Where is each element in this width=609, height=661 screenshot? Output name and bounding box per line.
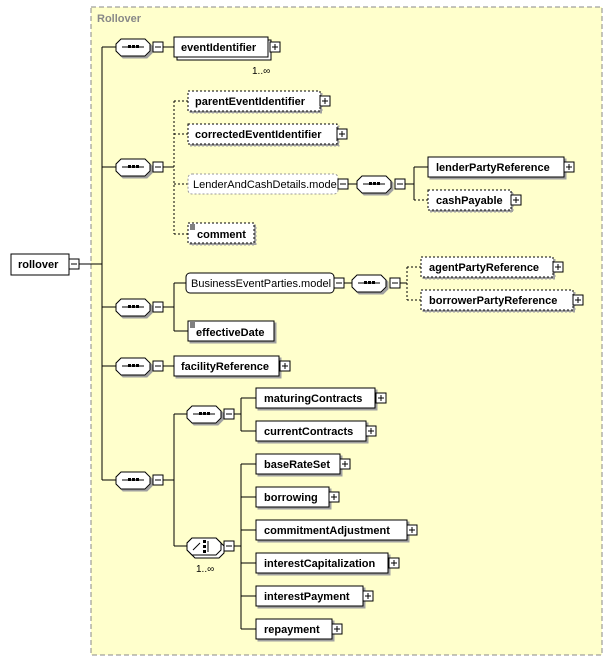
expand-icon[interactable] — [552, 261, 564, 273]
sequence-compositor-lender[interactable] — [356, 175, 406, 194]
simple-type-icon — [190, 224, 195, 230]
root-element-rollover[interactable]: rollover — [10, 253, 80, 276]
collapse-icon[interactable] — [152, 41, 164, 53]
svg-text:parentEventIdentifier: parentEventIdentifier — [195, 96, 306, 108]
element-eventIdentifier[interactable]: eventIdentifier 1..∞ — [173, 36, 281, 77]
svg-text:cashPayable: cashPayable — [436, 195, 503, 207]
group-LenderAndCashDetails[interactable]: LenderAndCashDetails.model — [187, 173, 349, 195]
svg-text:LenderAndCashDetails.model: LenderAndCashDetails.model — [193, 179, 339, 191]
choice-compositor[interactable]: 1..∞ — [186, 537, 235, 575]
expand-icon[interactable] — [510, 194, 522, 206]
expand-icon[interactable] — [336, 128, 348, 140]
element-effectiveDate[interactable]: effectiveDate — [187, 320, 275, 342]
expand-icon[interactable] — [331, 623, 343, 635]
svg-text:facilityReference: facilityReference — [181, 361, 269, 373]
simple-type-icon — [190, 322, 195, 328]
svg-text:interestCapitalization: interestCapitalization — [264, 558, 376, 570]
group-BusinessEventParties[interactable]: BusinessEventParties.model — [185, 272, 345, 294]
element-currentContracts[interactable]: currentContracts — [255, 420, 377, 442]
svg-text:borrowerPartyReference: borrowerPartyReference — [429, 295, 557, 307]
element-facilityReference[interactable]: facilityReference — [173, 355, 291, 377]
expand-icon[interactable] — [319, 95, 331, 107]
element-borrowerPartyReference[interactable]: borrowerPartyReference — [420, 289, 584, 311]
svg-text:commitmentAdjustment: commitmentAdjustment — [264, 525, 390, 537]
expand-icon[interactable] — [388, 557, 400, 569]
element-agentPartyReference[interactable]: agentPartyReference — [420, 256, 564, 278]
sequence-compositor-1[interactable] — [115, 38, 164, 57]
element-interestPayment[interactable]: interestPayment — [255, 585, 374, 607]
cardinality-label: 1..∞ — [252, 66, 270, 77]
svg-text:borrowing: borrowing — [264, 492, 318, 504]
element-cashPayable[interactable]: cashPayable — [427, 189, 522, 211]
collapse-icon[interactable] — [152, 161, 164, 173]
element-lenderPartyReference[interactable]: lenderPartyReference — [427, 156, 575, 178]
expand-icon[interactable] — [406, 524, 418, 536]
expand-icon[interactable] — [269, 41, 281, 53]
collapse-icon[interactable] — [68, 258, 80, 270]
sequence-compositor-4[interactable] — [115, 357, 164, 376]
svg-text:interestPayment: interestPayment — [264, 591, 350, 603]
sequence-compositor-3[interactable] — [115, 298, 164, 317]
choice-cardinality: 1..∞ — [196, 564, 214, 575]
expand-icon[interactable] — [563, 161, 575, 173]
sequence-compositor-6[interactable] — [186, 405, 235, 424]
svg-text:BusinessEventParties.model: BusinessEventParties.model — [191, 278, 331, 290]
expand-icon[interactable] — [365, 425, 377, 437]
svg-text:rollover: rollover — [18, 259, 59, 271]
element-repayment[interactable]: repayment — [255, 618, 343, 640]
connectors — [79, 46, 428, 630]
svg-text:correctedEventIdentifier: correctedEventIdentifier — [195, 129, 322, 141]
collapse-icon[interactable] — [152, 301, 164, 313]
svg-text:agentPartyReference: agentPartyReference — [429, 262, 539, 274]
element-maturingContracts[interactable]: maturingContracts — [255, 387, 387, 409]
svg-text:effectiveDate: effectiveDate — [196, 327, 264, 339]
expand-icon[interactable] — [375, 392, 387, 404]
svg-text:repayment: repayment — [264, 624, 320, 636]
collapse-icon[interactable] — [223, 540, 235, 552]
type-title: Rollover — [97, 13, 142, 25]
element-baseRateSet[interactable]: baseRateSet — [255, 453, 351, 475]
expand-icon[interactable] — [362, 590, 374, 602]
sequence-compositor-5[interactable] — [115, 471, 164, 490]
collapse-icon[interactable] — [152, 474, 164, 486]
expand-icon[interactable] — [279, 360, 291, 372]
element-interestCapitalization[interactable]: interestCapitalization — [255, 552, 400, 574]
expand-icon[interactable] — [339, 458, 351, 470]
svg-text:comment: comment — [197, 229, 246, 241]
element-commitmentAdjustment[interactable]: commitmentAdjustment — [255, 519, 418, 541]
element-comment[interactable]: comment — [187, 222, 255, 244]
svg-text:lenderPartyReference: lenderPartyReference — [436, 162, 550, 174]
collapse-icon[interactable] — [394, 178, 406, 190]
collapse-icon[interactable] — [223, 408, 235, 420]
collapse-icon[interactable] — [152, 360, 164, 372]
expand-icon[interactable] — [572, 294, 584, 306]
element-borrowing[interactable]: borrowing — [255, 486, 340, 508]
svg-text:currentContracts: currentContracts — [264, 426, 353, 438]
element-correctedEventIdentifier[interactable]: correctedEventIdentifier — [187, 123, 348, 145]
expand-icon[interactable] — [328, 491, 340, 503]
element-parentEventIdentifier[interactable]: parentEventIdentifier — [187, 90, 331, 112]
collapse-icon[interactable] — [337, 178, 349, 190]
sequence-compositor-2[interactable] — [115, 158, 164, 177]
svg-text:baseRateSet: baseRateSet — [264, 459, 330, 471]
sequence-compositor-parties[interactable] — [351, 274, 401, 293]
svg-text:maturingContracts: maturingContracts — [264, 393, 362, 405]
svg-text:eventIdentifier: eventIdentifier — [181, 42, 257, 54]
collapse-icon[interactable] — [333, 277, 345, 289]
collapse-icon[interactable] — [389, 277, 401, 289]
